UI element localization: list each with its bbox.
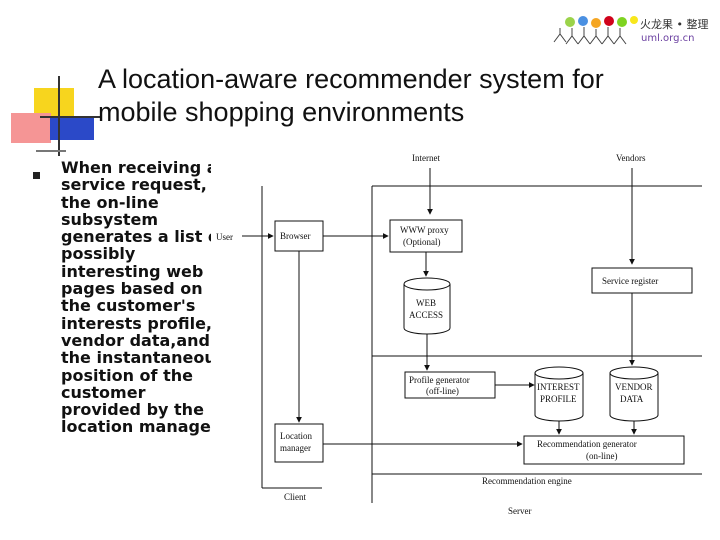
bullet-line: position of the	[61, 365, 193, 385]
decor-blue-square	[50, 116, 94, 140]
vendor-data-db	[609, 373, 659, 422]
logo-icon	[553, 16, 638, 45]
label-vendor: VENDOR	[615, 382, 653, 392]
decor-bottom-line	[36, 150, 66, 152]
label-browser: Browser	[280, 231, 311, 241]
label-www-proxy: WWW proxy	[400, 225, 449, 235]
logo-cn-text: 火龙果 • 整理	[640, 18, 709, 31]
bullet-line: service request,	[61, 175, 207, 195]
decor-red-square	[11, 113, 51, 143]
web-access-db	[403, 284, 451, 335]
label-off-line: (off-line)	[426, 386, 459, 396]
interest-profile-db	[534, 373, 584, 422]
bullet-line: possibly	[61, 244, 136, 264]
service-register-box	[591, 267, 693, 294]
label-profile: PROFILE	[540, 394, 577, 404]
architecture-diagram: Internet Vendors User Browser WWW proxy …	[216, 153, 702, 516]
label-interest: INTEREST	[537, 382, 580, 392]
bullet-line: customer	[61, 382, 146, 402]
label-server: Server	[508, 506, 532, 516]
label-manager: manager	[280, 443, 311, 453]
bullet-line: When receiving a	[61, 159, 211, 177]
bullet-line: pages based on	[61, 279, 203, 299]
title-line-2: mobile shopping environments	[98, 97, 465, 127]
label-data: DATA	[620, 394, 644, 404]
bullet-line: the customer's	[61, 296, 196, 316]
bullet-square-icon	[33, 172, 40, 179]
label-user: User	[216, 232, 233, 242]
rec-generator-box	[523, 435, 685, 465]
bullet-line: interesting web	[61, 261, 204, 281]
decor-horizontal-line	[40, 116, 102, 118]
title-line-1: A location-aware recommender system for	[98, 64, 604, 94]
bullet-line: interests profile,	[61, 313, 211, 333]
bullet-line: subsystem	[61, 209, 159, 229]
label-internet: Internet	[412, 153, 440, 163]
label-vendors: Vendors	[616, 153, 646, 163]
label-web: WEB	[416, 298, 436, 308]
server-region-border	[371, 185, 702, 503]
bullet-line: the instantaneous	[61, 348, 211, 368]
location-manager-box	[274, 423, 324, 463]
label-rec-generator: Recommendation generator	[537, 439, 637, 449]
bullet-line: vendor data,and	[61, 330, 210, 350]
label-on-line: (on-line)	[586, 451, 618, 461]
slide-title: A location-aware recommender system for …	[98, 63, 658, 129]
bullet-text: When receiving a service request, the on…	[61, 159, 211, 436]
bullet-line: provided by the	[61, 400, 204, 420]
label-client: Client	[284, 492, 306, 502]
label-access: ACCESS	[409, 310, 443, 320]
label-location: Location	[280, 431, 312, 441]
bullet-line: the on-line	[61, 192, 159, 212]
label-service-register: Service register	[602, 276, 658, 286]
bullet-line: generates a list of	[61, 227, 211, 247]
label-rec-engine: Recommendation engine	[482, 476, 572, 486]
bullet-line: location manager	[61, 417, 211, 436]
logo-url-text: uml.org.cn	[641, 33, 695, 44]
label-profile-generator: Profile generator	[409, 375, 470, 385]
label-www-proxy-optional: (Optional)	[403, 237, 441, 247]
